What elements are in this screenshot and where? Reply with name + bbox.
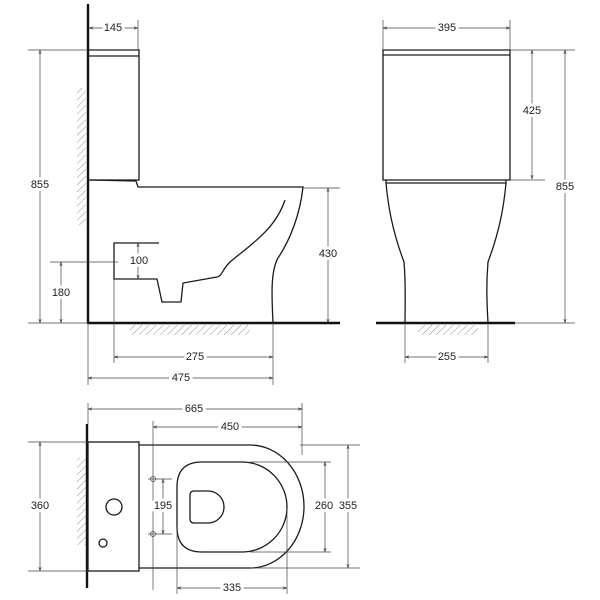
side-view: 145 855 180 100 430 275 475 [28,4,340,387]
dimension-lines-side [28,20,340,385]
top-view: 665 450 360 195 260 355 335 [28,400,360,597]
dimension-lines-front [382,20,575,363]
floor-hatch [130,325,250,335]
cistern-front [382,49,511,181]
floor-hatch-front [418,325,478,335]
bowl-outline-top [139,444,305,569]
dim-outlet-size: 100 [130,255,148,267]
dim-bowl-length: 450 [221,421,239,433]
dim-tank-depth: 145 [104,22,122,34]
dim-seat-height: 430 [319,248,337,260]
wall-hatch [77,88,86,225]
dim-bowl-width: 355 [339,500,357,512]
cistern-seat-band [385,180,507,184]
trap-outline [113,199,286,303]
dim-outlet-to-front: 275 [186,351,204,363]
dim-width-front: 395 [438,22,456,34]
dim-total-length: 665 [185,403,203,415]
dim-seat-inner-length: 335 [223,582,241,594]
water-inlet-hole [98,538,108,548]
bowl-outline-side [89,179,304,324]
dim-base-depth: 475 [172,372,190,384]
dim-tank-height: 425 [523,105,541,117]
bowl-right-outline [486,182,507,324]
dim-seat-inner-width: 260 [315,500,333,512]
dim-base-width: 255 [438,351,456,363]
cistern-side [88,49,140,181]
dim-tank-width: 360 [31,500,49,512]
flush-button-hole [105,498,123,516]
drain-opening [189,490,225,524]
dim-total-height-side: 855 [31,179,49,191]
dim-outlet-height: 180 [52,287,70,299]
dim-total-height-front: 855 [556,181,574,193]
dimension-lines-top [28,403,360,594]
dim-bolt-spacing: 195 [154,500,172,512]
bowl-left-outline [385,182,406,324]
front-view: 395 425 855 255 [376,19,577,366]
wall-hatch-top [77,458,86,545]
cistern-top [87,441,140,572]
seat-opening [176,461,288,553]
